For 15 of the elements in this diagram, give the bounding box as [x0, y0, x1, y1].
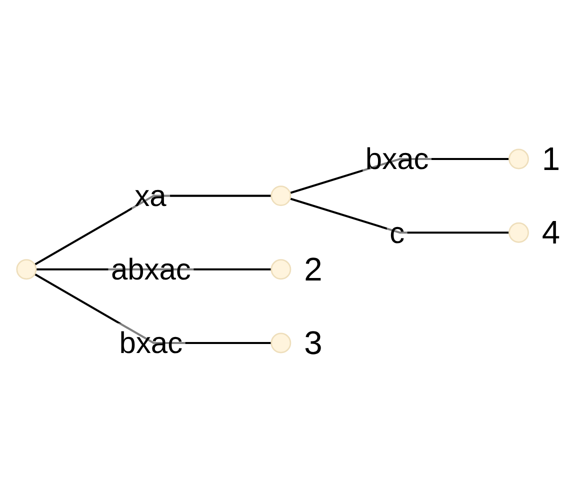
tree-node-dot [270, 332, 292, 354]
tree-edge [36, 268, 272, 270]
tree-edge [34, 194, 272, 266]
tree-node-dot [508, 222, 529, 243]
tree-node-dot [270, 259, 292, 280]
tree-edge [290, 158, 510, 194]
tree-edge [290, 198, 510, 234]
leaf-number: 4 [542, 214, 560, 250]
leaf-number: 3 [304, 324, 322, 361]
tree-edge [34, 273, 272, 344]
tree-node-dot [270, 186, 292, 206]
tree-node-dot [16, 259, 37, 280]
tree-node-dot [508, 148, 529, 170]
leaf-number: 1 [542, 140, 560, 177]
leaf-number: 2 [304, 250, 322, 288]
